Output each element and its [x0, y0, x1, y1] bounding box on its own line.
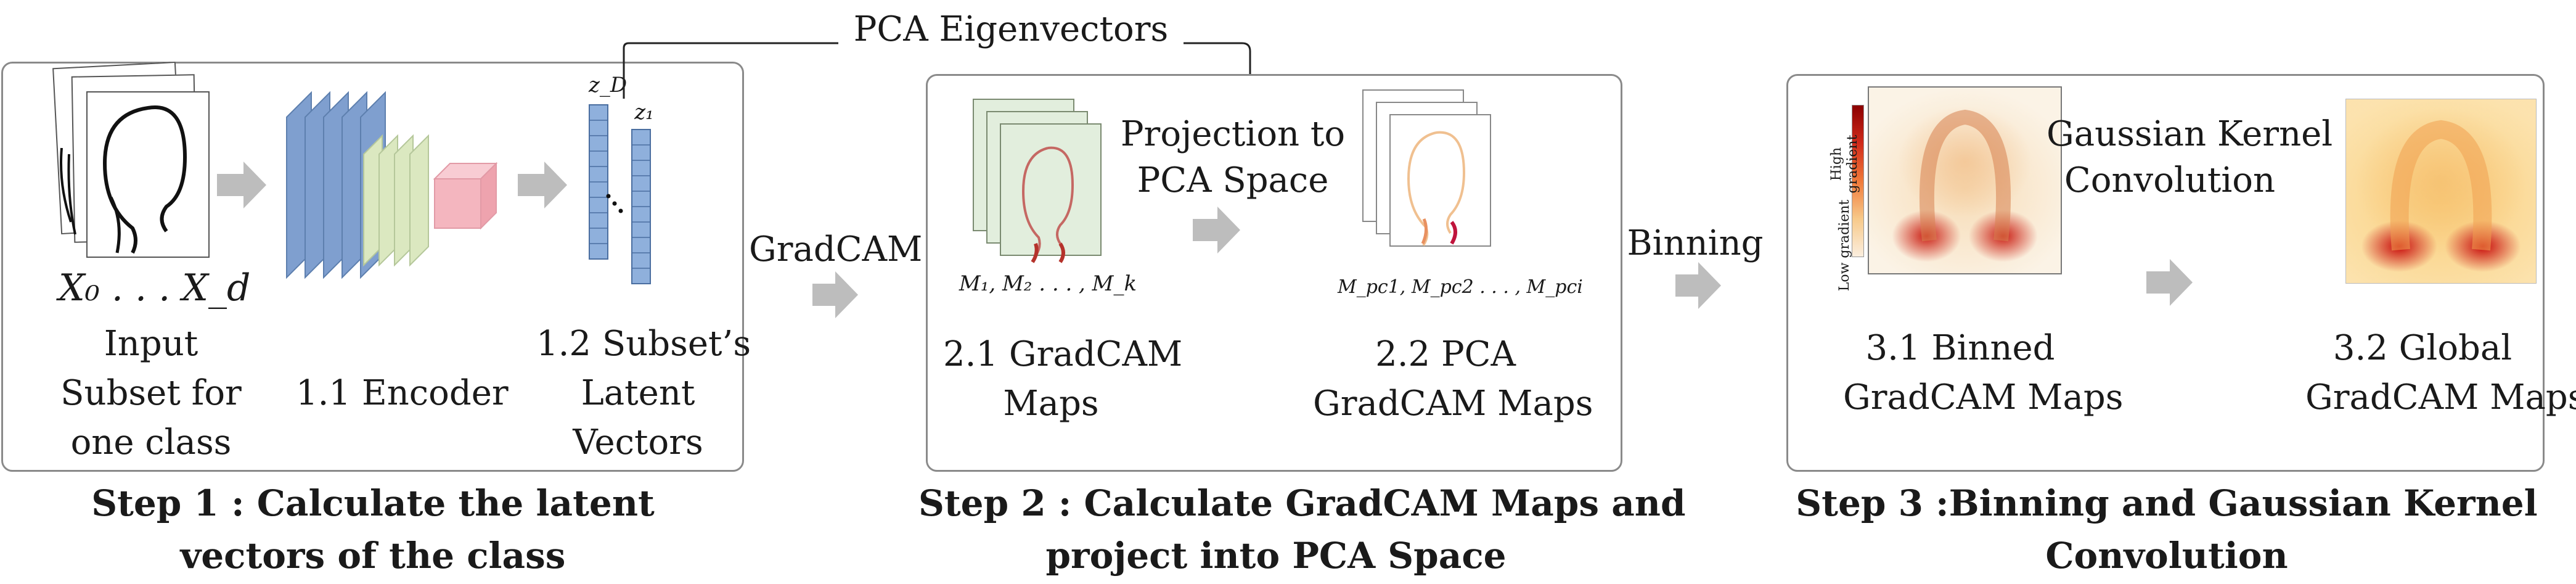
projection-label-line1: Projection to — [1116, 113, 1350, 156]
gradcam-label-line1: 2.1 GradCAM — [943, 334, 1183, 374]
binned-heatmap-image — [1868, 86, 2062, 274]
latent-label-line2: Latent — [581, 373, 695, 413]
pca-eigenvectors-label: PCA Eigenvectors — [838, 5, 1184, 54]
kernel-label-line2: Convolution — [2064, 160, 2276, 200]
input-label-line1: Input — [104, 324, 198, 364]
gradcam-label-line2: Maps — [1003, 384, 1099, 424]
encoder-label: 1.1 Encoder — [296, 373, 509, 413]
colorbar-high-label: High gradient — [1829, 134, 1860, 194]
input-sheet-front — [86, 91, 210, 258]
latent-label-line1: 1.2 Subset’s — [536, 324, 751, 364]
global-label-line2: GradCAM Maps — [2305, 377, 2576, 417]
transition-gradcam-label: GradCAM — [749, 229, 923, 269]
latent-z-1: z₁ — [634, 100, 654, 125]
global-label-line1: 3.2 Global — [2333, 328, 2513, 368]
pca-sheet-front — [1389, 114, 1491, 247]
input-label-line2: Subset for — [60, 373, 242, 413]
gradcam-math: M₁, M₂ . . . , M_k — [959, 271, 1137, 296]
input-label-line3: one class — [70, 422, 232, 463]
binned-label-line2: GradCAM Maps — [1843, 377, 2124, 417]
colorbar-low-label: Low gradient — [1837, 199, 1852, 292]
step2-caption-line1: Step 2 : Calculate GradCAM Maps and — [918, 482, 1686, 524]
latent-z-d: z_D — [589, 73, 628, 97]
gradcam-sheet-front — [1000, 123, 1102, 256]
projection-label-line2: PCA Space — [1137, 160, 1329, 200]
colorbar — [1852, 105, 1864, 257]
binned-label-line1: 3.1 Binned — [1865, 328, 2055, 368]
step1-caption-line1: Step 1 : Calculate the latent — [91, 482, 655, 524]
transition-binning-label: Binning — [1627, 223, 1764, 263]
pca-label-line1: 2.2 PCA — [1375, 334, 1516, 374]
pca-math: M_pc1, M_pc2 . . . , M_pci — [1338, 276, 1583, 298]
latent-label-line3: Vectors — [573, 422, 703, 463]
step3-caption-line1: Step 3 :Binning and Gaussian Kernel — [1796, 482, 2538, 524]
step3-caption-line2: Convolution — [2045, 535, 2288, 577]
pca-label-line2: GradCAM Maps — [1313, 384, 1593, 424]
step2-caption-line2: project into PCA Space — [1045, 535, 1507, 577]
input-math: X₀ . . . X_d — [59, 266, 251, 310]
kernel-label-line1: Gaussian Kernel — [2046, 114, 2333, 154]
step1-caption-line2: vectors of the class — [180, 535, 566, 577]
global-heatmap-image — [2345, 99, 2537, 284]
